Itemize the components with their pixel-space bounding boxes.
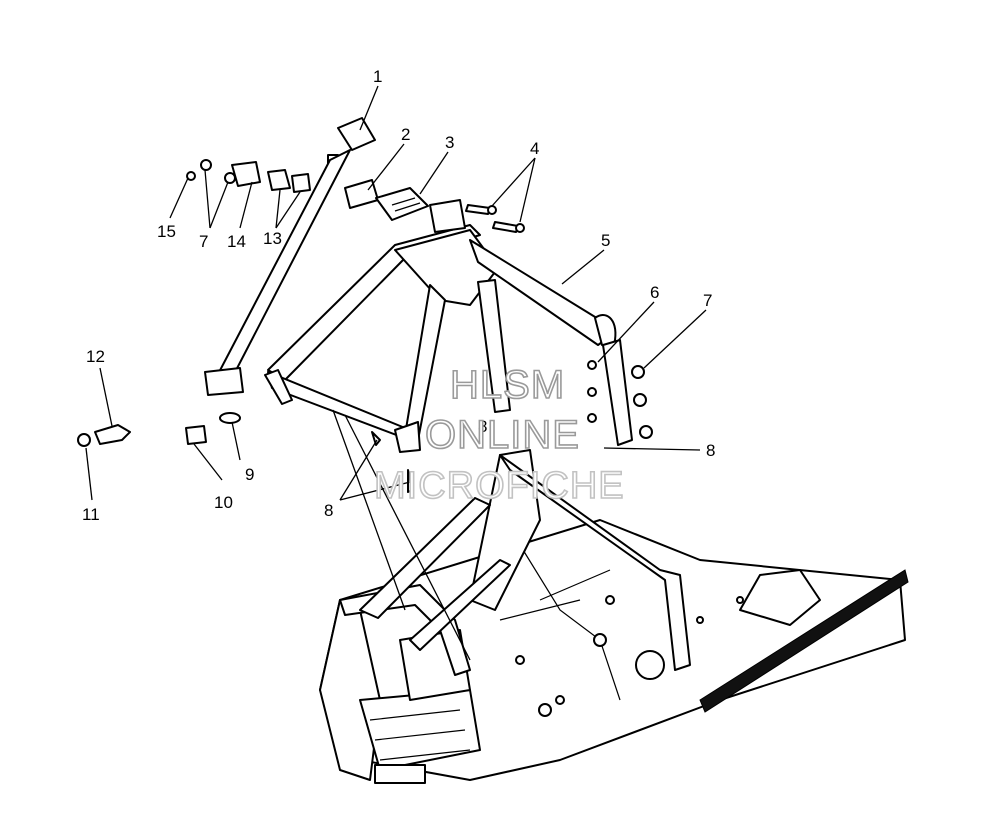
callout-7-right: 7 <box>703 291 712 310</box>
callout-14: 14 <box>227 232 246 251</box>
callout-13: 13 <box>263 229 282 248</box>
callout-11: 11 <box>82 505 100 524</box>
callout-numbers: 1 2 3 4 5 6 7 7 8 8 8 9 10 11 12 13 14 1… <box>82 67 715 524</box>
watermark-line-3: MICROFICHE <box>374 465 625 507</box>
small-hardware <box>77 159 653 493</box>
callout-4: 4 <box>530 139 539 158</box>
callout-5: 5 <box>601 231 610 250</box>
watermark-line-1: HLSM <box>450 363 565 407</box>
callout-1: 1 <box>373 67 382 86</box>
watermark-line-2: ONLINE <box>425 413 580 457</box>
callout-6: 6 <box>650 283 659 302</box>
callout-2: 2 <box>401 125 410 144</box>
callout-3: 3 <box>445 133 454 152</box>
callout-10: 10 <box>214 493 233 512</box>
callout-8-right: 8 <box>706 441 715 460</box>
callout-9: 9 <box>245 465 254 484</box>
upper-frame-part-5 <box>264 199 633 453</box>
block-part-3 <box>375 187 429 221</box>
callout-12: 12 <box>86 347 105 366</box>
installed-support-frame <box>339 449 691 676</box>
watermark: HLSM ONLINE MICROFICHE <box>373 362 625 508</box>
callout-8-left: 8 <box>324 501 333 520</box>
bolts-part-4 <box>465 204 525 233</box>
steering-post-part-1 <box>204 117 376 396</box>
callout-7-left: 7 <box>199 232 208 251</box>
chassis-frame <box>319 519 909 784</box>
callout-8-center: 8 <box>478 417 487 436</box>
callout-15: 15 <box>157 222 176 241</box>
leader-lines <box>85 85 707 661</box>
